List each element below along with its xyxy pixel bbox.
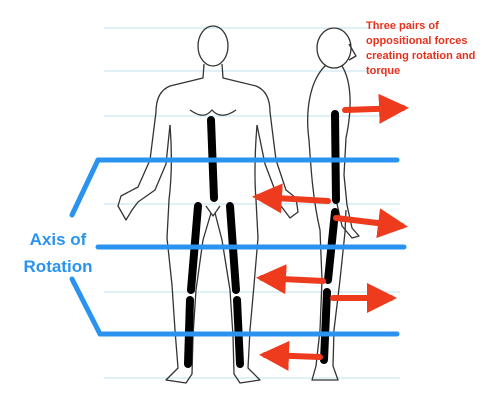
axis-connector-upper: [69, 157, 101, 218]
side-spine-segment: [331, 110, 340, 204]
side-body-figure: [307, 27, 360, 381]
force-arrow-upper-right: [342, 93, 409, 124]
force-arrow-middle-left: [256, 264, 326, 295]
force-arrow-upper-left: [252, 183, 331, 214]
side-shin-segment: [320, 288, 331, 364]
force-arrow-middle-right: [333, 208, 408, 239]
axis-of-rotation-lines: [69, 157, 407, 337]
guide-lines: [104, 27, 400, 379]
axis-of-rotation-label: Axis of Rotation: [23, 230, 93, 276]
axis-connector-lower: [69, 276, 103, 337]
force-arrow-lower-left: [259, 340, 323, 371]
forces-caption: Three pairs of oppositional forces creat…: [366, 20, 476, 77]
force-arrows: [252, 93, 409, 371]
